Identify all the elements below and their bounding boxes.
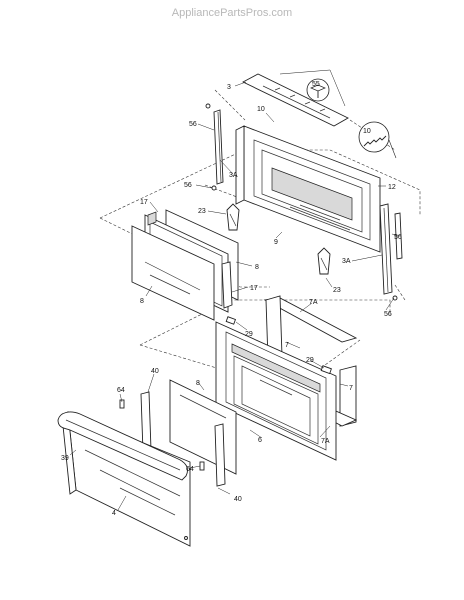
door-brackets [226, 203, 331, 275]
callout-56-lower-left: 56 [184, 182, 192, 189]
callout-4: 4 [112, 510, 116, 517]
top-trim-strip [242, 73, 349, 127]
callout-9: 9 [274, 239, 278, 246]
callout-56-right-lower: 56 [384, 311, 392, 318]
callout-56-upper-left: 56 [189, 121, 197, 128]
glass-panel-assembly [131, 209, 239, 321]
callout-3A-right: 3A [342, 258, 351, 265]
callout-56-right-upper: 56 [394, 234, 402, 241]
callout-7A-upper: 7A [309, 299, 318, 306]
callout-7-right: 7 [349, 385, 353, 392]
callout-39: 39 [61, 455, 69, 462]
callout-3: 3 [227, 84, 231, 91]
right-hinge-channel [379, 203, 403, 301]
callout-10-spring: 10 [363, 128, 371, 135]
callout-labels: 3 55 10 10 56 3A 56 12 17 23 56 9 3A 8 1… [61, 81, 402, 517]
callout-64-right: 64 [186, 466, 194, 473]
callout-40-upper: 40 [151, 368, 159, 375]
callout-8-middle: 8 [196, 380, 200, 387]
callout-3A-left: 3A [229, 172, 238, 179]
callout-12: 12 [388, 184, 396, 191]
site-watermark: AppliancePartsPros.com [172, 7, 292, 19]
callout-8-left: 8 [140, 298, 144, 305]
callout-40-lower: 40 [234, 496, 242, 503]
screw-detail-circle [279, 69, 346, 107]
callout-29-left: 29 [245, 331, 253, 338]
callout-17-lower: 17 [250, 285, 258, 292]
spring-detail-circle [358, 121, 397, 159]
callout-leader-lines [69, 81, 401, 511]
door-side-brackets [119, 391, 226, 487]
left-hinge-channel [205, 103, 224, 191]
callout-55: 55 [312, 81, 320, 88]
door-handle [57, 411, 188, 481]
callout-23-right: 23 [333, 287, 341, 294]
outer-door-frame [215, 295, 358, 461]
callout-23-left: 23 [198, 208, 206, 215]
callout-7-upper: 7 [285, 342, 289, 349]
callout-7A-lower: 7A [321, 438, 330, 445]
callout-10-liner: 10 [257, 106, 265, 113]
callout-8-upper: 8 [255, 264, 259, 271]
callout-64-left: 64 [117, 387, 125, 394]
callout-6: 6 [258, 437, 262, 444]
inner-door-liner [235, 125, 381, 253]
callout-29-right: 29 [306, 357, 314, 364]
callout-17-upper: 17 [140, 199, 148, 206]
